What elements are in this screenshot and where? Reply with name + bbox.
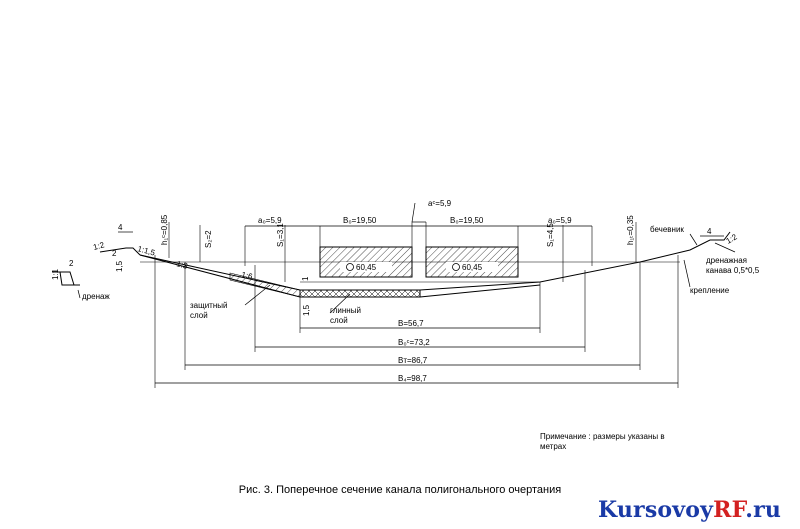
label-drainage: дренаж <box>82 292 110 301</box>
dim-1-1-5: 1:1,5 <box>136 244 156 257</box>
dim-2-left: 2 <box>112 249 117 258</box>
dim-1-5-left: 1,5 <box>115 260 124 272</box>
label-berm: бечевник <box>650 225 684 234</box>
logo-suffix: .ru <box>745 497 782 523</box>
dim-1-2-right: 1:2 <box>725 232 740 246</box>
dim-h-right: h₁ₜ=0,35 <box>626 215 635 245</box>
vessel-left-label-bg <box>340 262 392 272</box>
dim-s-2: S₂=2 <box>204 230 213 248</box>
dim-1-5-bottom: 1,5 <box>302 304 311 316</box>
dim-1: 1 <box>301 276 310 281</box>
clay-layer-fill <box>299 289 421 298</box>
dim-1-2-left: 1:2 <box>92 240 106 252</box>
vessel-right-label-bg <box>446 262 498 272</box>
dim-b-left: B₀=19,50 <box>343 216 377 225</box>
dim-a-left: a₀=5,9 <box>258 216 282 225</box>
label-lining: крепление <box>690 286 730 295</box>
right-bottom-line <box>419 284 541 298</box>
dim-a-right: a₀=5,9 <box>548 216 572 225</box>
dim-h-left: h₁ᶜ=0,85 <box>160 214 169 245</box>
dim-a-mid: aᶜ=5,9 <box>428 199 452 208</box>
label-drain-channel-line2: канава 0,5*0,5 <box>706 266 760 275</box>
vessel-left-symbol-icon <box>346 263 354 271</box>
site-logo: KursovoyRF.ru <box>598 497 781 523</box>
dim-1-3: 1:3 <box>175 259 189 271</box>
vessel-right-symbol-icon <box>452 263 460 271</box>
dimension-lines <box>118 221 724 384</box>
left-berm <box>99 247 141 256</box>
label-clay-line1: глинный <box>330 306 361 315</box>
dim-B-t: Bᴛ=86,7 <box>398 356 428 365</box>
dim-s-3-1: S₁=3,1 <box>276 223 285 247</box>
dim-b-right: B₀=19,50 <box>450 216 484 225</box>
note-line2: метрах <box>540 442 567 451</box>
dim-4-right: 4 <box>707 227 712 236</box>
dim-B: B=56,7 <box>398 319 424 328</box>
dim-4-left: 4 <box>118 223 123 232</box>
label-clay-line2: слой <box>330 316 348 325</box>
dim-B-sr: B₀ᶜ=73,2 <box>398 338 430 347</box>
dim-2-drain: 2 <box>69 259 74 268</box>
label-drain-channel-line1: дренажная <box>706 256 747 265</box>
note-line1: Примечание : размеры указаны в <box>540 432 665 441</box>
vessel-right-label: 60,45 <box>462 263 483 272</box>
figure-caption: Рис. 3. Поперечное сечение канала полиго… <box>238 484 562 496</box>
extension-lines <box>154 222 679 388</box>
dim-B-d: B₄=98,7 <box>398 374 427 383</box>
left-drain-trench <box>59 271 75 286</box>
logo-accent: RF <box>713 497 746 523</box>
label-protective-line1: защитный <box>190 301 227 310</box>
leader-lines <box>77 202 736 314</box>
vessel-left-label: 60,45 <box>356 263 377 272</box>
dim-1-1: 1:1 <box>51 268 60 280</box>
dim-s-4-5: S₁=4,5 <box>546 223 555 247</box>
note-block: Примечание : размеры указаны в метрах <box>540 432 710 452</box>
logo-prefix: Kursovoy <box>598 497 714 523</box>
label-protective-line2: слой <box>190 311 208 320</box>
dim-1-6: 1:6 <box>241 270 254 281</box>
